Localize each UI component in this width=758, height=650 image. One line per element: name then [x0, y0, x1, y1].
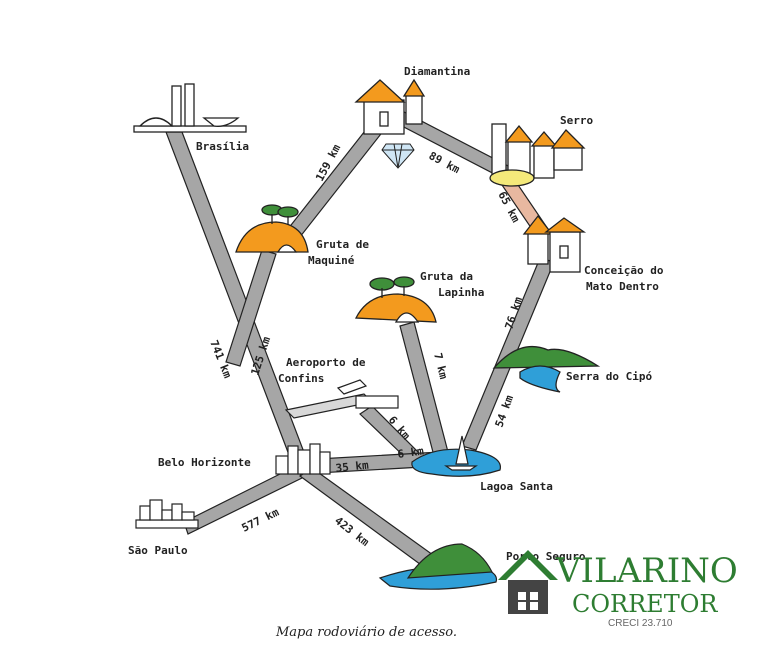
lagoa-santa-icon [411, 435, 502, 477]
conceicao-church-icon [522, 214, 587, 273]
road-maquine-bh [225, 249, 277, 367]
porto-seguro-icon [378, 543, 498, 590]
label-gruta-lapinha-line2: Lapinha [438, 286, 484, 299]
label-brasilia: Brasília [196, 140, 249, 153]
label-aeroporto-line1: Aeroporto de [286, 356, 366, 369]
serra-cipo-icon [492, 346, 601, 393]
label-sao-paulo: São Paulo [128, 544, 188, 557]
map-caption: Mapa rodoviário de acesso. [275, 625, 457, 640]
road-diamantina-maquine [283, 121, 385, 243]
house-logo-icon [498, 550, 558, 614]
diamantina-church-icon [354, 78, 426, 135]
watermark-name: VILARINO [555, 551, 738, 591]
label-diamantina: Diamantina [404, 65, 470, 78]
dist-bh-lagoa: 35 km [335, 459, 370, 475]
label-belo-horizonte: Belo Horizonte [158, 456, 251, 469]
watermark-subtitle: CORRETOR [572, 590, 718, 618]
label-gruta-maquine-line1: Gruta de [316, 238, 369, 251]
dist-lapinha-lagoa: 7 km [431, 352, 450, 381]
watermark-creci: CRECI 23.710 [608, 618, 673, 629]
road-bh-porto [298, 467, 441, 571]
brasilia-icon [133, 83, 247, 133]
label-gruta-maquine-line2: Maquiné [308, 254, 355, 267]
label-conceicao-line1: Conceição do [584, 264, 664, 277]
road-brasilia-bh [165, 131, 311, 469]
dist-bh-sp: 577 km [240, 505, 282, 534]
serro-church-icon [489, 123, 586, 187]
label-conceicao-line2: Mato Dentro [586, 280, 659, 293]
label-lagoa-santa: Lagoa Santa [480, 480, 553, 493]
vilarino-watermark: VILARINO CORRETOR CRECI 23.710 [498, 550, 738, 629]
diamond-icon [381, 143, 415, 169]
label-serro: Serro [560, 114, 593, 127]
label-serra-cipo: Serra do Cipó [566, 370, 652, 383]
belo-horizonte-city-icon [275, 443, 331, 475]
place-labels: Brasília Diamantina Serro Gruta de Maqui… [128, 65, 664, 563]
dist-confins-lagoa: 6 km [397, 444, 425, 461]
sao-paulo-city-icon [135, 499, 199, 529]
label-gruta-lapinha-line1: Gruta da [420, 270, 473, 283]
road-conceicao-lagoa [461, 257, 555, 451]
gruta-lapinha-icon [354, 276, 437, 323]
gruta-maquine-icon [235, 204, 309, 253]
label-aeroporto-line2: Confins [278, 372, 324, 385]
airport-icon [284, 379, 399, 419]
roads [165, 111, 555, 571]
